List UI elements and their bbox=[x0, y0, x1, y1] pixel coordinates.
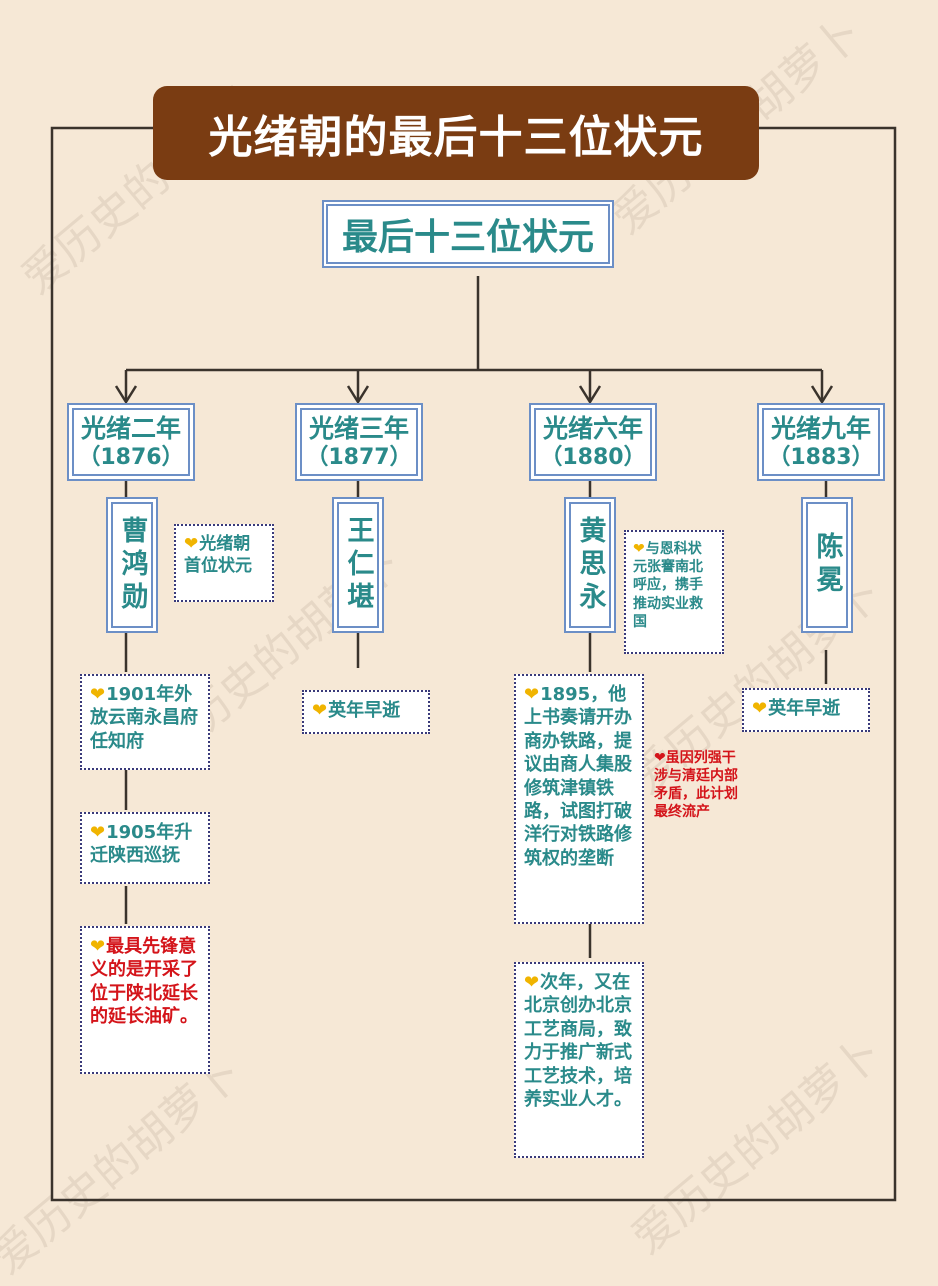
year-node-1876: 光绪二年 （1876） bbox=[72, 408, 190, 476]
year-label: 光绪三年 bbox=[308, 413, 409, 443]
note-card: ❤英年早逝 bbox=[302, 690, 430, 734]
red-aside: ❤虽因列强干涉与清廷内部矛盾，此计划最终流产 bbox=[654, 750, 738, 820]
side-note: ❤与恩科状元张謇南北呼应，携手推动实业救国 bbox=[624, 530, 724, 654]
heart-icon: ❤ bbox=[654, 750, 666, 766]
heart-icon: ❤ bbox=[90, 822, 106, 843]
arrow-down-icon bbox=[578, 385, 602, 405]
outer-frame bbox=[50, 126, 897, 1202]
note-card: ❤英年早逝 bbox=[742, 688, 870, 732]
year-node-1877: 光绪三年 （1877） bbox=[300, 408, 418, 476]
connector-lines bbox=[50, 126, 897, 1202]
heart-icon: ❤ bbox=[90, 936, 106, 957]
note-card: ❤次年，又在北京创办北京工艺商局，致力于推广新式工艺技术，培养实业人才。 bbox=[514, 962, 644, 1158]
note-card: ❤1901年外放云南永昌府任知府 bbox=[80, 674, 210, 770]
year-number: （1883） bbox=[768, 444, 874, 470]
heart-icon: ❤ bbox=[184, 534, 199, 554]
note-card: ❤1895，他上书奏请开办商办铁路，提议由商人集股修筑津镇铁路，试图打破洋行对铁… bbox=[514, 674, 644, 924]
arrow-down-icon bbox=[114, 385, 138, 405]
scholar-name-cao: 曹鸿勋 bbox=[111, 502, 153, 628]
note-card: ❤1905年升迁陕西巡抚 bbox=[80, 812, 210, 884]
year-number: （1876） bbox=[78, 444, 184, 470]
heart-icon: ❤ bbox=[633, 541, 645, 557]
note-card-highlight: ❤最具先锋意义的是开采了位于陕北延长的延长油矿。 bbox=[80, 926, 210, 1074]
side-note: ❤光绪朝首位状元 bbox=[174, 524, 274, 602]
heart-icon: ❤ bbox=[90, 684, 106, 705]
heart-icon: ❤ bbox=[312, 700, 328, 721]
year-label: 光绪九年 bbox=[770, 413, 871, 443]
year-number: （1877） bbox=[306, 444, 412, 470]
page-title: 光绪朝的最后十三位状元 bbox=[153, 86, 759, 180]
arrow-down-icon bbox=[346, 385, 370, 405]
year-node-1880: 光绪六年 （1880） bbox=[534, 408, 652, 476]
scholar-name-huang: 黄思永 bbox=[569, 502, 611, 628]
scholar-name-chen: 陈冕 bbox=[806, 502, 848, 628]
heart-icon: ❤ bbox=[752, 698, 768, 719]
heart-icon: ❤ bbox=[524, 684, 540, 705]
year-label: 光绪六年 bbox=[542, 413, 643, 443]
arrow-down-icon bbox=[810, 385, 834, 405]
year-label: 光绪二年 bbox=[80, 413, 181, 443]
year-number: （1880） bbox=[540, 444, 646, 470]
heart-icon: ❤ bbox=[524, 972, 540, 993]
scholar-name-wang: 王仁堪 bbox=[337, 502, 379, 628]
year-node-1883: 光绪九年 （1883） bbox=[762, 408, 880, 476]
root-node: 最后十三位状元 bbox=[324, 202, 612, 266]
